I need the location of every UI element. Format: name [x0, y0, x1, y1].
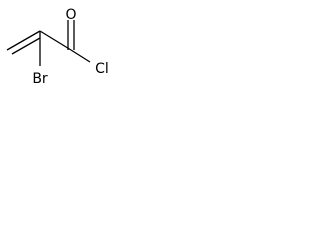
- chlorine-atom-label: Cl: [95, 61, 109, 77]
- oxygen-atom-label: O: [65, 7, 76, 23]
- vinyl-double-bond-inner: [11, 37, 41, 55]
- chemical-structure-diagram: O Cl Br: [6, 7, 109, 87]
- carbon-chlorine-bond: [70, 49, 91, 63]
- vinyl-double-bond-outer: [6, 30, 41, 51]
- bromine-atom-label: Br: [32, 71, 48, 87]
- carbon-carbon-bond: [39, 30, 72, 51]
